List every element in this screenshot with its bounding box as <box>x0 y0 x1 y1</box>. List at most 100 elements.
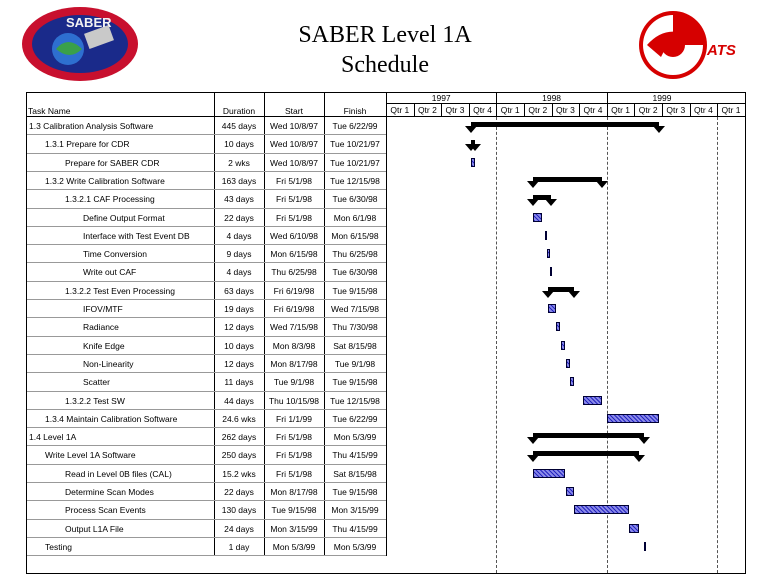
header-finish: Finish <box>343 106 367 116</box>
row-divider <box>27 353 386 355</box>
header-start: Start <box>285 106 303 116</box>
finish-cell: Mon 5/3/99 <box>333 541 377 552</box>
task-name-cell: 1.3.4 Maintain Calibration Software <box>45 413 178 424</box>
year-gridline <box>496 117 498 573</box>
task-name-cell: Output L1A File <box>65 523 124 534</box>
task-name-cell: Interface with Test Event DB <box>83 230 190 241</box>
svg-text:ATS: ATS <box>706 42 736 59</box>
gats-logo: ATS <box>639 11 736 79</box>
summary-bar <box>547 286 575 292</box>
start-cell: Wed 10/8/97 <box>269 157 319 168</box>
finish-cell: Tue 12/15/98 <box>330 175 380 186</box>
task-name-cell: Non-Linearity <box>83 358 134 369</box>
task-name-cell: Determine Scan Modes <box>65 487 154 497</box>
quarter-divider <box>468 103 470 117</box>
summary-bar-start-cap <box>541 290 554 298</box>
row-divider <box>27 262 386 264</box>
svg-text:SABER: SABER <box>66 15 112 30</box>
start-cell: Fri 6/19/98 <box>273 285 315 296</box>
row-divider <box>27 207 386 209</box>
task-name-cell: Process Scan Events <box>65 505 146 516</box>
quarter-divider <box>413 103 415 117</box>
task-name-cell: Time Conversion <box>83 249 147 260</box>
finish-cell: Tue 9/15/98 <box>332 285 378 296</box>
row-divider <box>27 463 386 465</box>
duration-cell: 9 days <box>226 249 252 260</box>
row-divider <box>27 390 386 392</box>
column-divider <box>324 93 325 557</box>
finish-cell: Tue 6/22/99 <box>332 413 378 424</box>
duration-cell: 24 days <box>224 523 254 534</box>
start-cell: Fri 5/1/98 <box>276 175 312 186</box>
finish-cell: Mon 6/1/98 <box>333 212 377 223</box>
duration-cell: 2 wks <box>228 157 250 168</box>
duration-cell: 250 days <box>221 450 257 461</box>
row-divider <box>27 244 386 246</box>
duration-cell: 12 days <box>224 358 254 369</box>
finish-cell: Wed 7/15/98 <box>330 304 380 314</box>
task-bar <box>545 230 548 240</box>
finish-cell: Tue 6/30/98 <box>332 267 378 278</box>
summary-bar-start-cap <box>527 455 540 463</box>
quarter-label: Qtr 1 <box>611 105 631 115</box>
task-bar <box>546 249 550 259</box>
duration-cell: 12 days <box>224 322 254 333</box>
task-bar <box>565 358 570 368</box>
summary-bar-end-cap <box>545 199 558 207</box>
task-bar <box>565 487 575 496</box>
quarter-label: Qtr 4 <box>693 105 713 115</box>
finish-cell: Thu 4/15/99 <box>332 523 378 534</box>
quarter-label: Qtr 3 <box>666 105 686 115</box>
header-duration: Duration <box>222 106 256 116</box>
row-divider <box>27 170 386 172</box>
title-line-1: SABER Level 1A <box>298 22 472 48</box>
task-bar <box>533 212 543 222</box>
start-cell: Wed 7/15/98 <box>269 322 319 333</box>
start-cell: Mon 3/15/99 <box>270 523 318 534</box>
year-gridline <box>717 117 719 573</box>
column-divider <box>214 93 215 557</box>
finish-cell: Tue 6/30/98 <box>332 194 378 205</box>
summary-bar-end-cap <box>595 180 608 188</box>
finish-cell: Mon 5/3/99 <box>333 432 377 443</box>
row-divider <box>27 299 386 300</box>
quarter-divider <box>441 103 443 117</box>
duration-cell: 130 days <box>221 505 257 516</box>
quarter-label: Qtr 2 <box>417 105 437 115</box>
quarter-label: Qtr 4 <box>583 105 603 115</box>
duration-cell: 19 days <box>224 304 254 314</box>
row-divider <box>27 482 386 483</box>
duration-cell: 15.2 wks <box>222 468 256 479</box>
quarter-label: Qtr 2 <box>528 105 548 115</box>
row-divider <box>27 152 386 154</box>
task-bar <box>470 157 475 167</box>
summary-bar <box>470 140 475 146</box>
start-cell: Mon 6/15/98 <box>270 249 318 260</box>
duration-cell: 10 days <box>224 340 254 351</box>
finish-cell: Tue 9/1/98 <box>334 358 376 369</box>
start-cell: Mon 8/3/98 <box>272 340 316 351</box>
task-name-cell: Write out CAF <box>83 267 137 278</box>
start-cell: Fri 5/1/98 <box>276 212 312 223</box>
quarter-label: Qtr 4 <box>473 105 493 115</box>
title-line-2: Schedule <box>341 52 429 78</box>
row-divider <box>27 536 386 538</box>
quarter-label: Qtr 1 <box>500 105 520 115</box>
summary-bar-end-cap <box>632 455 645 463</box>
duration-cell: 43 days <box>224 194 254 205</box>
column-divider <box>264 93 265 557</box>
summary-bar-start-cap <box>527 199 540 207</box>
task-bar <box>606 413 660 423</box>
start-cell: Fri 6/19/98 <box>273 304 315 314</box>
saber-mission-logo: SABER <box>22 7 138 81</box>
row-divider <box>27 408 386 410</box>
task-name-cell: 1.3.1 Prepare for CDR <box>45 139 130 150</box>
page-title: SABER Level 1A Schedule <box>250 20 520 80</box>
quarter-label: Qtr 1 <box>721 105 741 115</box>
header-task-name: Task Name <box>28 106 71 116</box>
start-cell: Fri 5/1/98 <box>276 194 312 205</box>
quarter-divider <box>689 103 691 117</box>
task-bar <box>555 322 561 332</box>
start-cell: Fri 5/1/98 <box>276 450 312 461</box>
duration-cell: 4 days <box>226 230 252 241</box>
